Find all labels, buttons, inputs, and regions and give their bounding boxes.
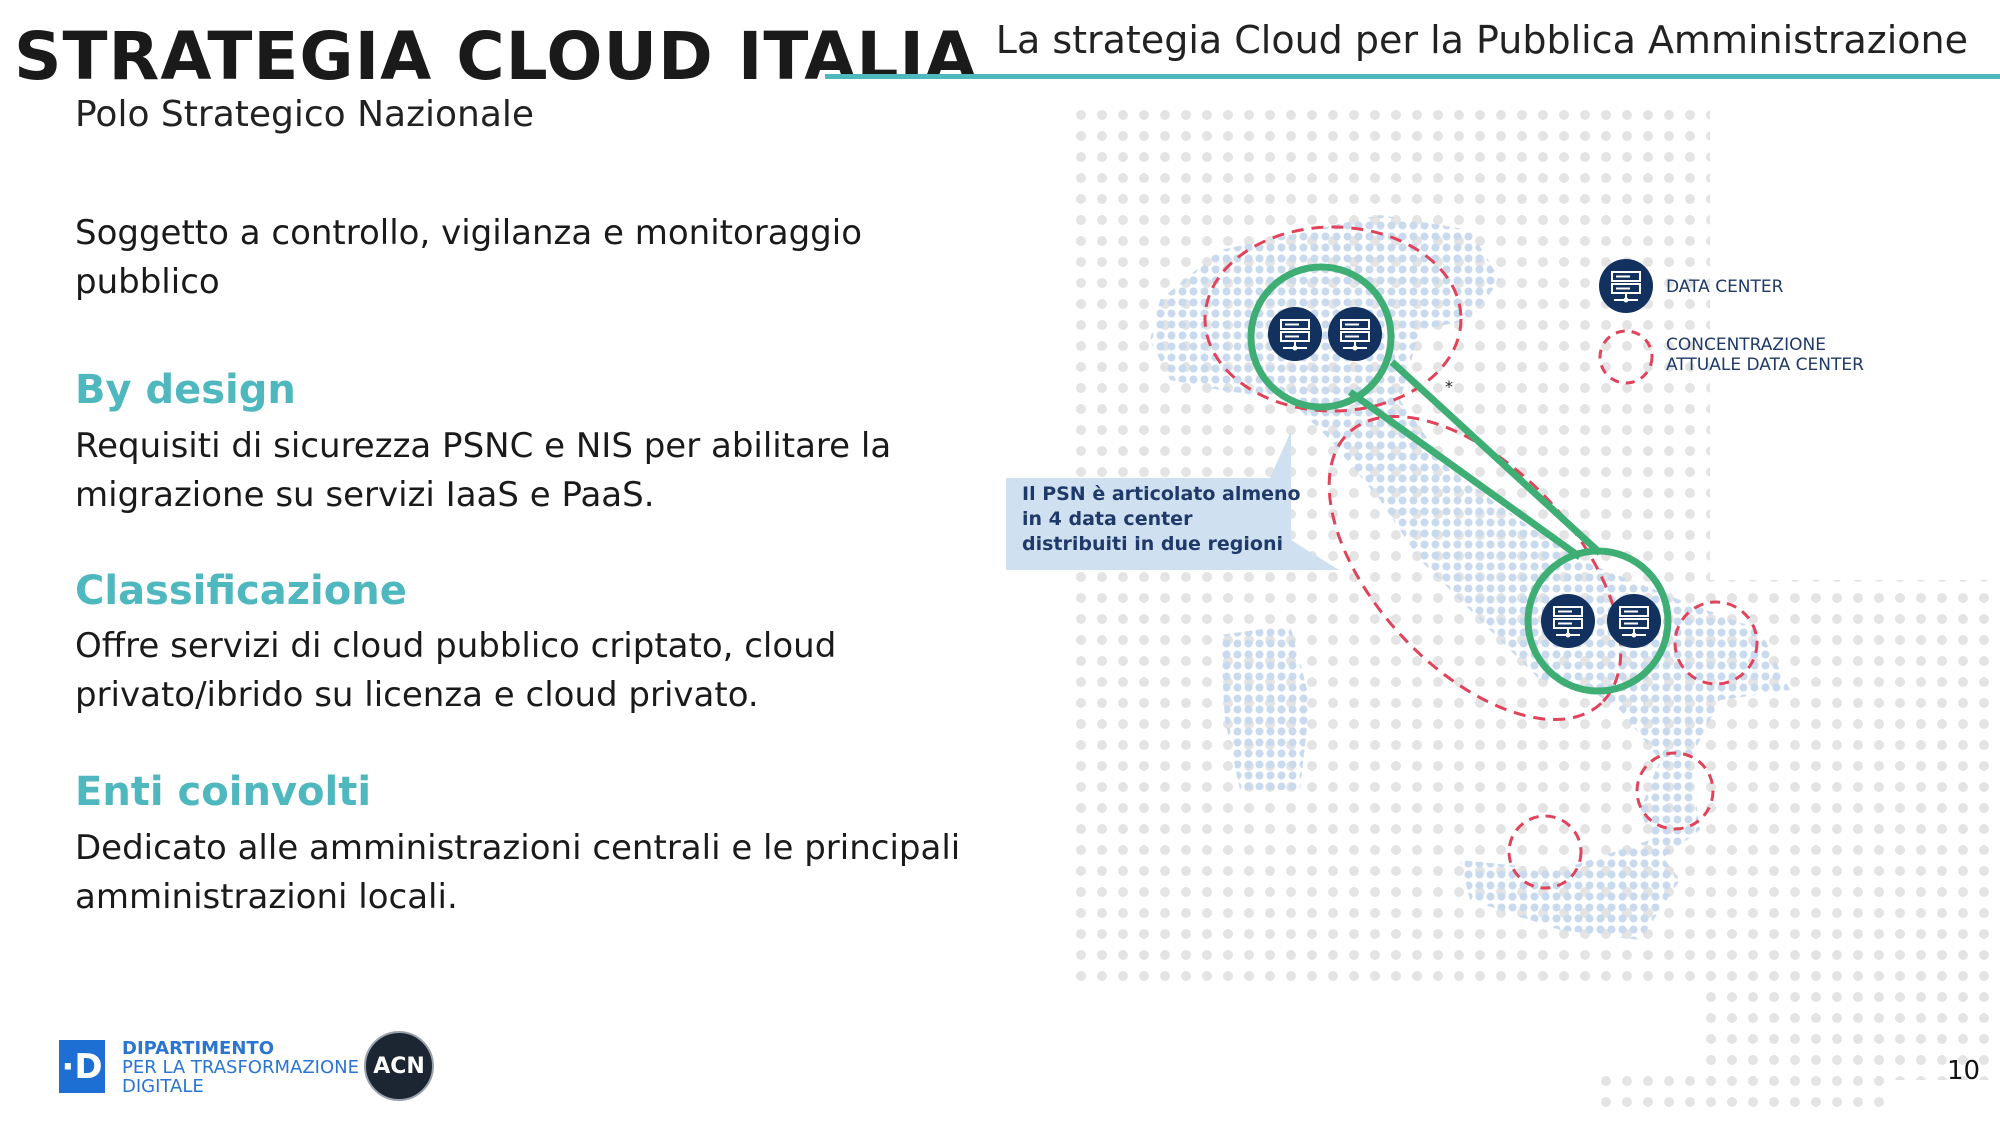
legend-concentration-icon xyxy=(1598,329,1654,385)
legend-data-center-icon xyxy=(1599,259,1653,313)
slide-subtitle: Polo Strategico Nazionale xyxy=(75,94,535,135)
intro-line: Soggetto a controllo, vigilanza e monito… xyxy=(75,213,863,253)
concentration-area-puglia xyxy=(1673,600,1759,686)
psn-link-line-2 xyxy=(1389,359,1603,556)
section-title: La strategia Cloud per la Pubblica Ammin… xyxy=(995,18,1968,62)
heading-by-design: By design xyxy=(75,367,296,413)
psn-region-south xyxy=(1524,547,1672,695)
text-line: Requisiti di sicurezza PSNC e NIS per ab… xyxy=(75,426,892,466)
dtd-logo: ·D xyxy=(59,1040,105,1093)
data-center-icon xyxy=(1328,307,1382,361)
psn-region-north xyxy=(1247,263,1395,411)
title-underline xyxy=(825,74,2000,79)
callout-line: distribuiti in due regioni xyxy=(1022,533,1283,555)
legend-concentration-label: CONCENTRAZIONE ATTUALE DATA CENTER xyxy=(1666,335,1864,375)
classificazione-text: Offre servizi di cloud pubblico criptato… xyxy=(75,622,975,720)
logo-line: DIPARTIMENTO xyxy=(122,1038,274,1059)
heading-classificazione: Classificazione xyxy=(75,568,407,614)
intro-text: Soggetto a controllo, vigilanza e monito… xyxy=(75,209,975,307)
concentration-area-north xyxy=(1203,225,1463,413)
asterisk: * xyxy=(1445,377,1453,396)
italy-land-dots xyxy=(1150,215,1790,940)
concentration-area-center xyxy=(1327,414,1623,722)
by-design-text: Requisiti di sicurezza PSNC e NIS per ab… xyxy=(75,422,975,520)
page-number: 10 xyxy=(1947,1056,1981,1086)
text-line: migrazione su servizi IaaS e PaaS. xyxy=(75,475,655,515)
psn-link-line-1 xyxy=(1347,389,1583,560)
concentration-area-calabria xyxy=(1635,751,1715,831)
legend-line: CONCENTRAZIONE xyxy=(1666,335,1826,355)
data-center-icon xyxy=(1268,307,1322,361)
logo-line: DIGITALE xyxy=(122,1076,204,1097)
dtd-logo-text: DIPARTIMENTO PER LA TRASFORMAZIONE DIGIT… xyxy=(122,1039,359,1096)
logo-line: PER LA TRASFORMAZIONE xyxy=(122,1057,359,1078)
legend-data-center-label: DATA CENTER xyxy=(1666,277,1784,297)
data-center-icon xyxy=(1607,594,1661,648)
text-line: Dedicato alle amministrazioni centrali e… xyxy=(75,828,961,868)
intro-line: pubblico xyxy=(75,262,220,302)
callout-line: in 4 data center xyxy=(1022,508,1193,530)
enti-text: Dedicato alle amministrazioni centrali e… xyxy=(75,824,975,922)
text-line: Offre servizi di cloud pubblico criptato… xyxy=(75,626,837,666)
text-line: privato/ibrido su licenza e cloud privat… xyxy=(75,675,759,715)
acn-logo: ACN xyxy=(364,1031,434,1101)
data-center-icon xyxy=(1541,594,1595,648)
callout-line: Il PSN è articolato almeno xyxy=(1022,483,1301,505)
heading-enti-coinvolti: Enti coinvolti xyxy=(75,769,372,815)
map-callout-text: Il PSN è articolato almeno in 4 data cen… xyxy=(1022,482,1301,557)
callout-box xyxy=(1006,431,1339,570)
text-line: amministrazioni locali. xyxy=(75,877,458,917)
concentration-area-sicily xyxy=(1507,814,1583,890)
slide-title: STRATEGIA CLOUD ITALIA xyxy=(14,18,978,95)
legend-line: ATTUALE DATA CENTER xyxy=(1666,355,1864,375)
